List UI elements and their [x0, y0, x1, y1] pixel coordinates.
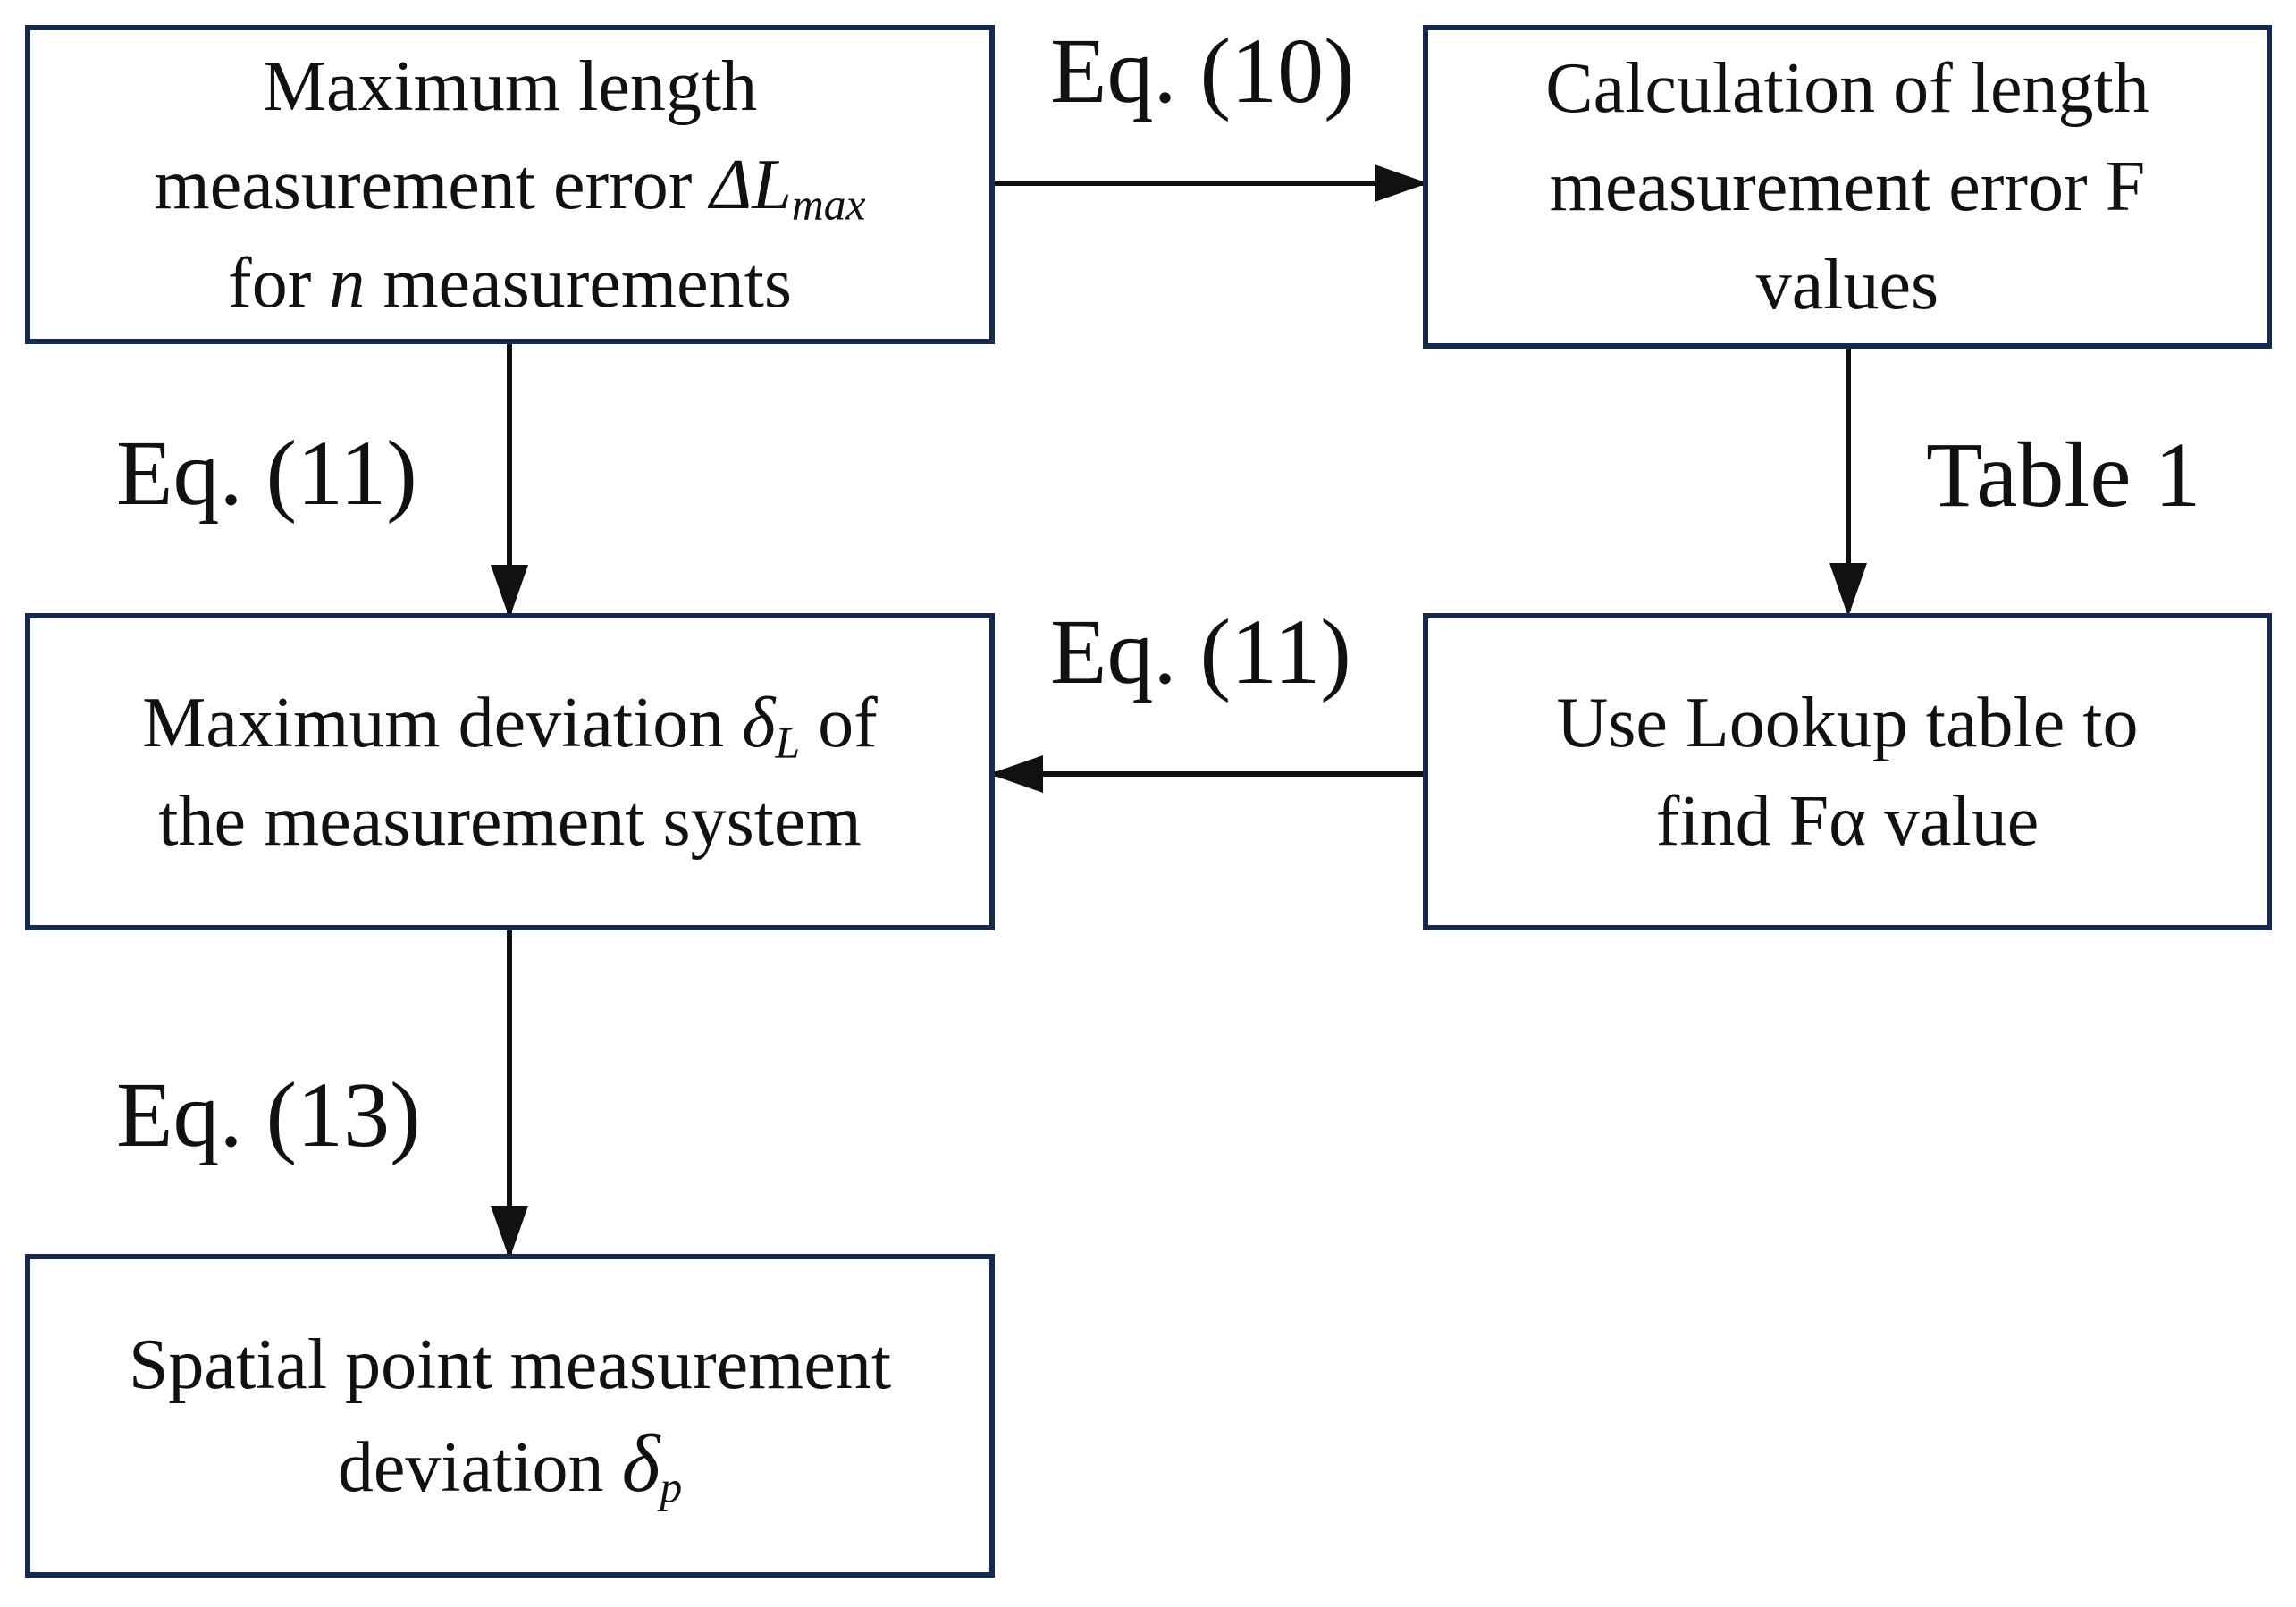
- max-deviation-box: Maximum deviation δL of the measurement …: [25, 613, 995, 930]
- spatial-point-line2-pre: deviation: [337, 1427, 622, 1507]
- calc-f-values-text: Calculation of length measurement error …: [1527, 39, 2166, 334]
- max-length-error-line3-pre: for: [228, 243, 330, 323]
- max-deviation-line1: Maximum deviation δL of: [142, 674, 877, 772]
- max-length-error-line3-post: measurements: [365, 243, 792, 323]
- max-deviation-line2: the measurement system: [158, 781, 862, 861]
- max-length-error-line2-text: measurement error: [154, 145, 711, 224]
- max-length-error-box: Maximum length measurement error ΔLmax f…: [25, 25, 995, 344]
- delta-p-symbol: δ: [621, 1417, 660, 1509]
- spatial-point-line1: Spatial point measurement: [128, 1325, 892, 1404]
- lookup-table-box: Use Lookup table to find Fα value: [1423, 613, 2272, 930]
- max-deviation-line1-pre: Maximum deviation: [142, 683, 743, 762]
- max-length-error-text: Maximum length measurement error ΔLmax f…: [137, 38, 884, 332]
- calc-f-values-line3: values: [1755, 246, 1939, 324]
- max-length-error-line3: for n measurements: [155, 234, 866, 332]
- calc-f-values-box: Calculation of length measurement error …: [1423, 25, 2272, 349]
- max-deviation-line1-post: of: [800, 683, 878, 762]
- calc-f-values-line2: measurement error F: [1549, 147, 2146, 226]
- delta-symbol: δ: [742, 683, 776, 762]
- max-subscript: max: [791, 179, 866, 229]
- n-variable: n: [329, 243, 366, 323]
- eq11-horizontal-label: Eq. (11): [1050, 601, 1351, 703]
- lookup-table-text: Use Lookup table to find Fα value: [1539, 674, 2157, 871]
- calc-f-values-line1: Calculation of length: [1545, 49, 2149, 128]
- spatial-point-line2: deviation δp: [129, 1414, 891, 1517]
- spatial-point-box: Spatial point measurement deviation δp: [25, 1254, 995, 1578]
- delta-l-symbol: ΔL: [710, 145, 792, 224]
- p-subscript: p: [660, 1461, 683, 1511]
- table1-label: Table 1: [1926, 424, 2201, 526]
- eq10-label: Eq. (10): [1050, 20, 1355, 122]
- eq13-label: Eq. (13): [116, 1064, 421, 1166]
- lookup-table-line1: Use Lookup table to: [1556, 683, 2139, 762]
- max-length-error-line2: measurement error ΔLmax: [155, 136, 866, 234]
- l-subscript: L: [775, 717, 801, 767]
- max-length-error-line1: Maximum length: [262, 46, 758, 126]
- lookup-table-line2: find Fα value: [1655, 781, 2039, 861]
- eq11-vertical-label: Eq. (11): [116, 422, 417, 525]
- max-deviation-text: Maximum deviation δL of the measurement …: [124, 674, 895, 871]
- spatial-point-text: Spatial point measurement deviation δp: [111, 1316, 909, 1517]
